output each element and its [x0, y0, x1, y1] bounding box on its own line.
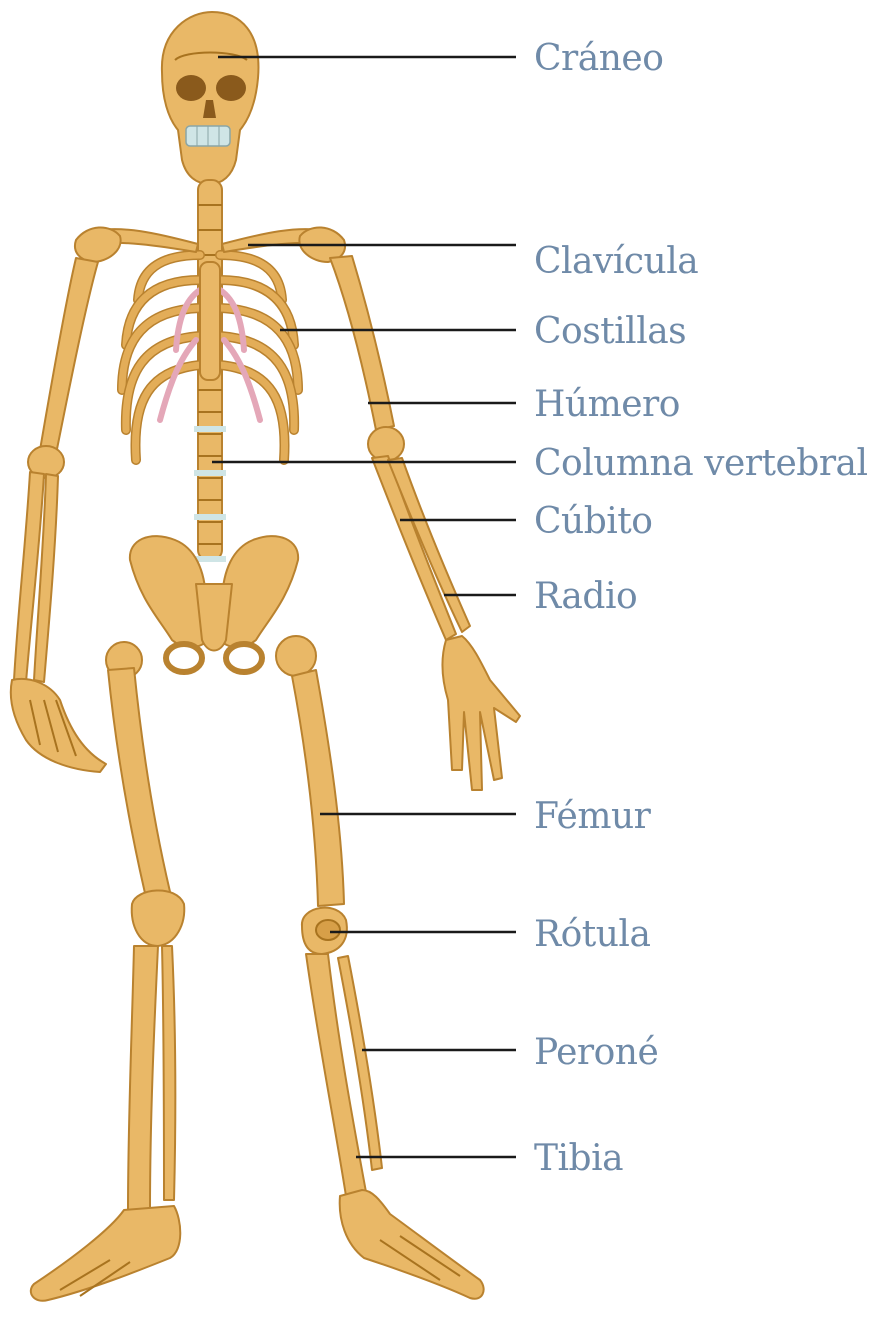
label-craneo: Cráneo: [534, 38, 663, 79]
left-arm: [11, 258, 106, 772]
skull: [162, 12, 259, 184]
label-perone: Peroné: [534, 1032, 658, 1073]
label-columna-vertebral: Columna vertebral: [534, 443, 868, 484]
skeleton-illustration: [11, 12, 520, 1301]
label-clavicula: Clavícula: [534, 241, 698, 282]
label-tibia: Tibia: [534, 1138, 623, 1179]
label-costillas: Costillas: [534, 311, 686, 352]
label-humero: Húmero: [534, 384, 680, 425]
bone-labels: Cráneo Clavícula Costillas Húmero Column…: [534, 38, 868, 1179]
label-radio: Radio: [534, 576, 637, 617]
label-cubito: Cúbito: [534, 501, 652, 542]
label-rotula: Rótula: [534, 914, 650, 955]
right-arm: [330, 256, 520, 790]
label-femur: Fémur: [534, 796, 652, 837]
